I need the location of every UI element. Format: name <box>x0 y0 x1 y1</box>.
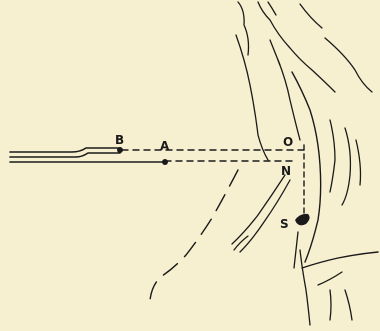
label-s: S <box>280 217 289 231</box>
label-b: B <box>115 133 124 147</box>
label-n: N <box>281 164 291 178</box>
sketch-contours <box>150 2 378 325</box>
probe-instrument <box>10 148 165 162</box>
point-b <box>117 147 123 153</box>
point-a <box>162 159 168 165</box>
point-s <box>295 214 310 225</box>
label-a: A <box>160 139 170 153</box>
label-o: O <box>283 135 293 149</box>
